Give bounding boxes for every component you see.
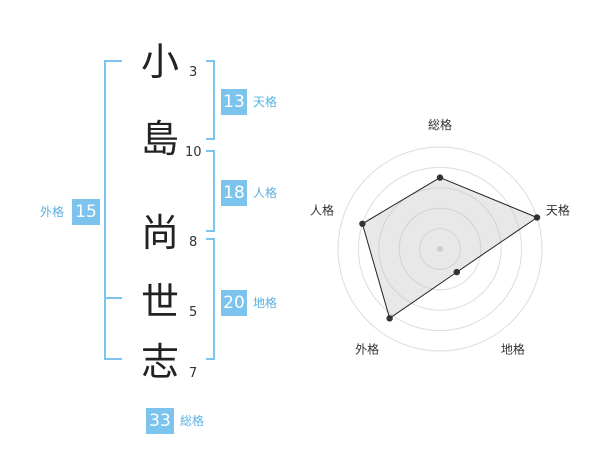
tenkaku-value: 13 bbox=[221, 89, 247, 115]
stroke-count-1: 3 bbox=[189, 65, 198, 80]
radar-ring-2 bbox=[398, 207, 482, 291]
radar-ring-1 bbox=[419, 228, 461, 270]
stroke-count-3: 8 bbox=[189, 235, 198, 250]
gaikaku-bracket-divider bbox=[104, 297, 122, 299]
radar-axis-label-1: 総格 bbox=[428, 117, 452, 132]
tenkaku-label: 天格 bbox=[253, 95, 278, 109]
radar-point-4 bbox=[386, 315, 393, 322]
stroke-count-4: 5 bbox=[189, 305, 198, 320]
radar-ring-5 bbox=[337, 146, 543, 352]
radar-data-polygon bbox=[361, 177, 539, 320]
chikaku-value: 20 bbox=[221, 290, 247, 316]
gaikaku-value: 15 bbox=[72, 199, 100, 225]
radar-point-2 bbox=[533, 214, 541, 221]
stroke-count-2: 10 bbox=[185, 145, 202, 160]
jinkaku-label: 人格 bbox=[253, 186, 278, 200]
stroke-count-5: 7 bbox=[189, 366, 198, 381]
name-char-1: 小 bbox=[140, 40, 179, 84]
radar-axis-label-5: 人格 bbox=[310, 203, 334, 218]
radar-center-dot bbox=[437, 246, 443, 252]
radar-axis-label-2: 天格 bbox=[546, 203, 570, 218]
soukaku-value: 33 bbox=[146, 408, 174, 434]
name-char-2: 島 bbox=[140, 117, 179, 161]
radar-point-1 bbox=[436, 174, 444, 181]
radar-point-5 bbox=[359, 220, 366, 227]
name-char-4: 世 bbox=[140, 280, 179, 324]
jinkaku-bracket bbox=[206, 150, 215, 232]
tenkaku-bracket bbox=[206, 60, 215, 140]
chikaku-bracket bbox=[206, 238, 215, 360]
radar-ring-4 bbox=[357, 166, 523, 332]
soukaku-label: 総格 bbox=[180, 414, 205, 428]
radar-point-3 bbox=[453, 268, 460, 276]
radar-axis-label-3: 地格 bbox=[501, 341, 525, 356]
chikaku-label: 地格 bbox=[253, 296, 278, 310]
gaikaku-label: 外格 bbox=[40, 205, 65, 219]
gaikaku-bracket bbox=[104, 60, 122, 360]
radar-ring-3 bbox=[378, 187, 502, 311]
name-char-3: 尚 bbox=[140, 211, 179, 255]
name-char-5: 志 bbox=[140, 340, 179, 384]
radar-axis-label-4: 外格 bbox=[355, 341, 379, 356]
jinkaku-value: 18 bbox=[221, 180, 247, 206]
